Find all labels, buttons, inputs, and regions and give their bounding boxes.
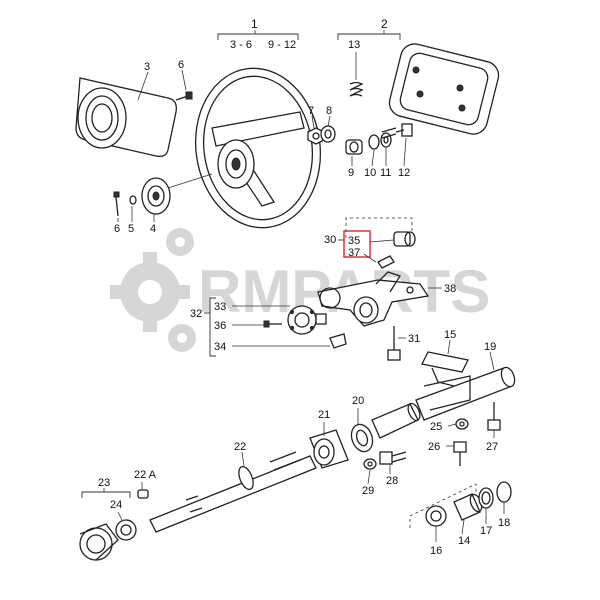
ignition-switch — [287, 305, 327, 335]
screw — [263, 320, 282, 328]
callout-14: 14 — [458, 535, 470, 547]
callout-26: 26 — [428, 441, 440, 453]
callout-21: 21 — [318, 409, 330, 421]
bolt — [487, 402, 501, 431]
spring — [349, 81, 364, 97]
callout-33: 33 — [214, 301, 226, 313]
callout-6-bottom: 6 — [114, 223, 120, 235]
retaining-ring — [478, 487, 494, 509]
screw — [175, 91, 193, 101]
callout-30: 30 — [324, 234, 336, 246]
callout-6-top: 6 — [178, 59, 184, 71]
gear-icon — [110, 252, 190, 332]
horn-button-cover — [388, 43, 500, 135]
steering-shaft — [149, 451, 317, 533]
callout-1-range-a: 3 - 6 — [230, 39, 252, 51]
callout-8: 8 — [326, 105, 332, 117]
callout-29: 29 — [362, 485, 374, 497]
bearing-cap — [425, 505, 447, 527]
callout-11: 11 — [380, 167, 391, 179]
bolt — [381, 123, 413, 139]
callout-20: 20 — [352, 395, 364, 407]
callout-15: 15 — [444, 329, 456, 341]
circlip — [496, 481, 512, 503]
callout-27: 27 — [486, 441, 498, 453]
callout-36: 36 — [214, 320, 226, 332]
gear-icon — [166, 228, 196, 352]
bolt — [453, 441, 467, 466]
steering-lock-housing — [317, 271, 430, 327]
callout-32: 32 — [190, 308, 202, 320]
callout-38: 38 — [444, 283, 456, 295]
callout-25: 25 — [430, 421, 442, 433]
ignition-lock-cylinder — [369, 231, 416, 247]
callout-22: 22 — [234, 441, 246, 453]
callout-22a: 22 A — [134, 469, 157, 481]
callout-2: 2 — [381, 17, 388, 31]
callout-16: 16 — [430, 545, 442, 557]
callout-31: 31 — [408, 333, 420, 345]
needle-bearing — [115, 519, 137, 541]
callout-1-range-b: 9 - 12 — [268, 39, 296, 51]
callout-1: 1 — [251, 17, 258, 31]
bearing-housing — [309, 429, 349, 469]
callout-10: 10 — [364, 167, 376, 179]
horn-pad — [75, 77, 177, 158]
bolt — [387, 326, 401, 361]
washer — [363, 458, 377, 470]
shaft-pin — [137, 489, 149, 499]
callout-37: 37 — [348, 247, 360, 259]
callout-7: 7 — [308, 105, 314, 117]
highlight-box — [343, 230, 371, 258]
callout-17: 17 — [480, 525, 492, 537]
callout-23: 23 — [98, 477, 110, 489]
steering-wheel — [194, 67, 322, 229]
switch-clip — [329, 333, 347, 349]
bolt — [379, 451, 407, 465]
callout-28: 28 — [386, 475, 398, 487]
nut — [307, 127, 325, 145]
callout-9: 9 — [348, 167, 354, 179]
callout-4: 4 — [150, 223, 156, 235]
callout-24: 24 — [110, 499, 122, 511]
washer — [380, 132, 392, 148]
callout-19: 19 — [484, 341, 496, 353]
callout-18: 18 — [498, 517, 510, 529]
steering-hub — [141, 173, 213, 215]
universal-joint — [79, 523, 119, 561]
washer — [320, 125, 336, 143]
contact-sleeve — [345, 139, 363, 155]
ignition-key — [363, 253, 395, 269]
column-sleeve — [371, 402, 421, 439]
steering-column-tube — [415, 366, 516, 421]
callout-13: 13 — [348, 39, 360, 51]
callout-35: 35 — [348, 235, 360, 247]
screw — [113, 191, 120, 217]
callout-34: 34 — [214, 341, 226, 353]
washer — [129, 195, 137, 205]
callout-12: 12 — [398, 167, 410, 179]
callout-5: 5 — [128, 223, 134, 235]
bearing-ring — [350, 423, 374, 453]
spring-washer — [368, 134, 380, 150]
callout-3: 3 — [144, 61, 150, 73]
washer — [455, 418, 469, 430]
